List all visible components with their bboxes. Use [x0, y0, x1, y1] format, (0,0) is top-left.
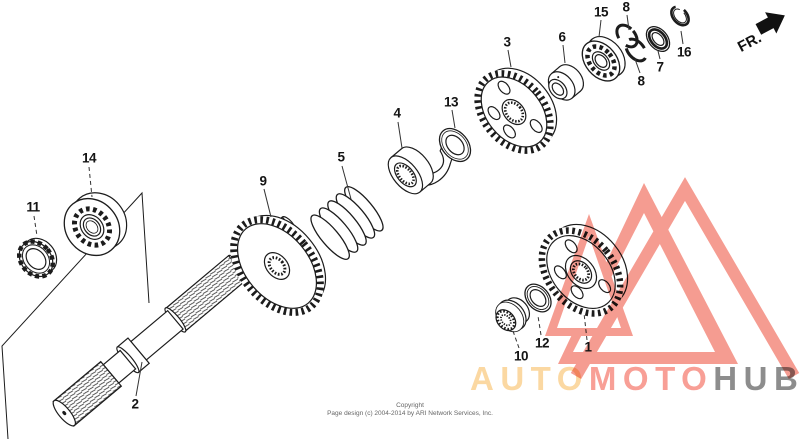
copyright-notice: Copyright Page design (c) 2004-2014 by A…	[270, 402, 550, 417]
watermark-wordmark: AUTOMOTOHUB	[470, 362, 800, 395]
part-collar-6	[547, 64, 585, 101]
callout-8-lower[interactable]: 8	[637, 73, 645, 89]
fr-direction-indicator: FR.	[735, 12, 785, 56]
part-bearing-15	[581, 35, 626, 82]
callout-5[interactable]: 5	[337, 149, 345, 165]
part-gear-1	[538, 223, 629, 317]
watermark-text-hub: HUB	[713, 360, 800, 397]
callout-1[interactable]: 1	[584, 339, 592, 355]
callout-14[interactable]: 14	[81, 150, 97, 166]
part-gear-9	[230, 214, 327, 316]
part-snapring-16	[670, 5, 690, 27]
callout-9[interactable]: 9	[259, 173, 267, 189]
part-washer-13	[438, 127, 472, 163]
part-collar-10	[495, 297, 531, 333]
callout-13[interactable]: 13	[443, 94, 459, 110]
watermark-text-moto: MOTO	[588, 360, 714, 397]
part-seal-7	[645, 26, 671, 52]
callout-16[interactable]: 16	[676, 44, 692, 60]
callout-3[interactable]: 3	[503, 34, 511, 50]
copyright-line1: Copyright	[396, 402, 424, 409]
copyright-line2: Page design (c) 2004-2014 by ARI Network…	[327, 409, 493, 417]
callout-15[interactable]: 15	[593, 4, 609, 20]
callout-12[interactable]: 12	[534, 335, 550, 351]
callout-4[interactable]: 4	[393, 105, 401, 121]
part-setring-8	[615, 23, 648, 63]
fr-arrow-icon	[755, 12, 785, 35]
callout-6[interactable]: 6	[558, 29, 566, 45]
part-spring-5	[310, 186, 384, 260]
fr-label: FR.	[735, 29, 764, 55]
part-bearing-14	[63, 192, 128, 257]
callout-11[interactable]: 11	[26, 199, 40, 215]
callout-10[interactable]: 10	[513, 348, 529, 364]
watermark-text-auto: AUTO	[470, 360, 589, 397]
part-lockwasher-11	[16, 237, 58, 279]
reference-plane-outline	[1, 191, 150, 439]
callout-7[interactable]: 7	[656, 59, 664, 75]
part-gear-3	[474, 67, 558, 154]
callout-8-upper[interactable]: 8	[622, 0, 630, 15]
callout-2[interactable]: 2	[131, 396, 139, 412]
